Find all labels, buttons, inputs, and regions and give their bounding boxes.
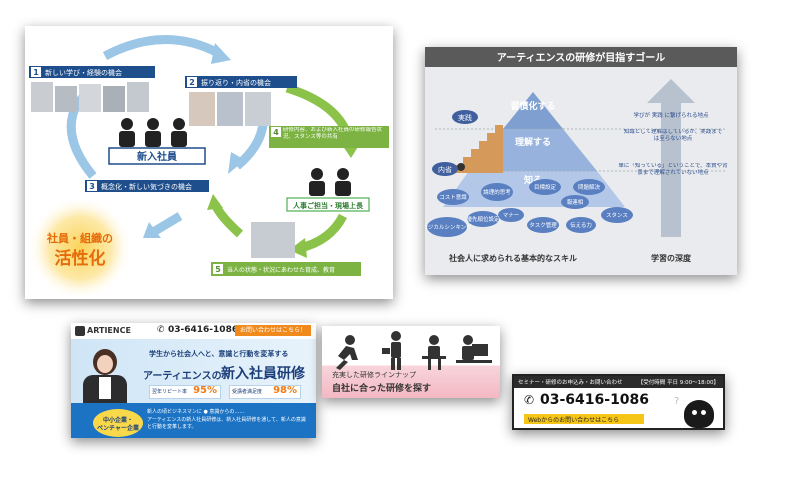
new-employee-box [108,147,206,165]
side-label-reflection: 内省 [438,165,452,174]
banner-desc2: アーティエンスの新人社員研修は、新入社員研修を通して、新人の意識と行動を変革しま… [147,417,306,430]
level-understand: 理解する [515,136,551,148]
note-practice: 学びが 実践 に繋げられる地点 [634,111,709,119]
skill-task: タスク管理 [529,221,557,229]
stat1-label: 翌年リピート率 [152,389,188,395]
learning-cycle-diagram: 社員・組織の 活性化 新入社員 人事ご担当・現場 [28,35,389,299]
lineup-line1: 充実した研修ラインナップ [332,371,416,379]
desk-person-icon [422,335,446,370]
note-understand: 知識として理解はしているが、実践までは至らない地点 [623,129,723,142]
photo-group-1 [31,82,149,112]
phone-icon: ✆ [157,325,165,335]
stat2: 受講者満足度 98% [229,385,301,399]
lineup-banner-card[interactable]: 充実した研修ラインナップ 自社に合った研修を探す [322,326,500,398]
stat2-value: 98% [273,385,297,396]
depth-arrow [647,79,695,237]
step4-num: 4 [273,128,279,137]
banner-tagline: 学生から社会人へと、意識と行動を変革する [149,350,289,358]
level-habit: 習慣化する [510,100,555,112]
step1-label: 新しい学び・経験の機会 [45,68,122,77]
skill-report: 報連相 [567,198,584,206]
footer-left: 社会人に求められる基本的なスキル [448,253,577,263]
question-mark-icon: ? [674,396,680,407]
brand-logo-icon [75,326,85,336]
boss-label: 人事ご担当・現場上長 [293,201,364,210]
skill-goal: 目標設定 [534,183,557,191]
cycle-arrow-left [66,101,97,179]
boss-box [286,197,370,212]
stat1-value: 95% [193,385,217,396]
contact-cta-button[interactable]: お問い合わせはこちら！ [235,325,311,336]
stat1: 翌年リピート率 95% [149,385,221,399]
pyramid-top [503,92,563,129]
step2-num: 2 [189,78,195,87]
stairs [455,125,503,173]
badge-line1: 中小企業・ [102,417,133,424]
boss-icons [309,168,351,196]
banner-topbar: ARTIENCE ✆ 03-6416-1086 お問い合わせはこちら！ [71,323,316,339]
step2-label: 振り返り・内省の機会 [201,78,271,87]
skill-priority: 優先順位設定 [466,215,500,223]
footer-right: 学習の深度 [651,253,692,263]
step1-num: 1 [33,68,39,77]
green-arrow-2 [298,213,347,253]
goal-diagram: アーティエンスの研修が目指すゴール 実践 内省 習慣化する 理解する 知る [425,51,728,263]
step3-label: 概念化・新しい気づきの機会 [101,182,192,191]
new-employee-label: 新入社員 [137,150,177,163]
step5-num: 5 [215,265,221,274]
skill-bubbles [427,179,633,237]
skill-manner: マナー [503,212,520,219]
side-label-practice: 実践 [458,113,472,122]
step3-num: 3 [89,182,95,191]
cycle-arrowhead-top [211,43,231,64]
contact-header: セミナー・研修のお申込み・お問い合わせ 【受付時間 平日 9:00〜18:00】 [514,376,723,388]
goal-title: アーティエンスの研修が目指すゴール [497,51,666,64]
skill-cost: コスト意識 [439,193,467,201]
mascot-icon [684,400,714,428]
new-employee-icons [119,118,187,147]
web-contact-label: Webからのお問い合わせはこちら [528,417,620,424]
step5-label: 当人の状態・状況にあわせた育成、教育 [227,266,335,274]
skill-logic: 論理的思考 [483,188,511,196]
brand-name: ARTIENCE [87,326,131,335]
step4-label: 研修内容、および新入社員の研修報告状況、スタンス等の共有 [283,127,383,140]
skill-stance: スタンス [606,211,628,219]
lineup-line2[interactable]: 自社に合った研修を探す [332,384,432,394]
cycle-arrow-top [102,35,223,60]
contact-hours: 【受付時間 平日 9:00〜18:00】 [637,380,719,386]
stat2-label: 受講者満足度 [232,389,263,395]
lineup-illustration [336,331,492,370]
computer-person-icon [456,335,492,363]
contact-phone-icon: ✆ [524,393,535,407]
goal-header [425,47,737,67]
running-person-icon [336,335,358,370]
sme-badge: 中小企業・ ベンチャー企業 [93,409,143,437]
skill-logical: ロジカルシンキング [425,223,472,231]
note-know: 単に「知っている」ということで、本質や背景まで理解されていない地点 [618,163,728,176]
walking-person-icon [382,331,401,370]
result-line2: 活性化 [55,248,106,269]
photo-group-2 [189,92,271,126]
meeting-photo [251,222,295,258]
contact-banner-card[interactable]: セミナー・研修のお申込み・お問い合わせ 【受付時間 平日 9:00〜18:00】… [512,374,725,430]
skill-problem: 問題解決 [578,183,601,191]
learning-cycle-card: 社員・組織の 活性化 新入社員 人事ご担当・現場 [25,26,393,299]
badge-line2: ベンチャー企業 [97,425,139,432]
banner-title-prefix: アーティエンスの [143,371,222,382]
result-line1: 社員・組織の [46,231,113,245]
web-contact-button[interactable]: Webからのお問い合わせはこちら [524,414,644,424]
contact-header-text: セミナー・研修のお申込み・お問い合わせ [518,380,623,386]
contact-phone[interactable]: 03-6416-1086 [540,392,650,408]
banner-phone[interactable]: 03-6416-1086 [168,325,239,335]
result-glow [28,196,132,299]
banner-desc1: 新人の頃ビジネスマンに ● 意識からの…… [147,409,245,415]
skill-convey: 伝える力 [570,221,592,229]
training-banner-card[interactable]: ARTIENCE ✆ 03-6416-1086 お問い合わせはこちら！ 学生から… [71,323,316,438]
banner-title-main: 新入社員研修 [221,366,305,382]
goal-card: アーティエンスの研修が目指すゴール 実践 内省 習慣化する 理解する 知る [425,47,737,275]
result-arrow [152,212,183,235]
